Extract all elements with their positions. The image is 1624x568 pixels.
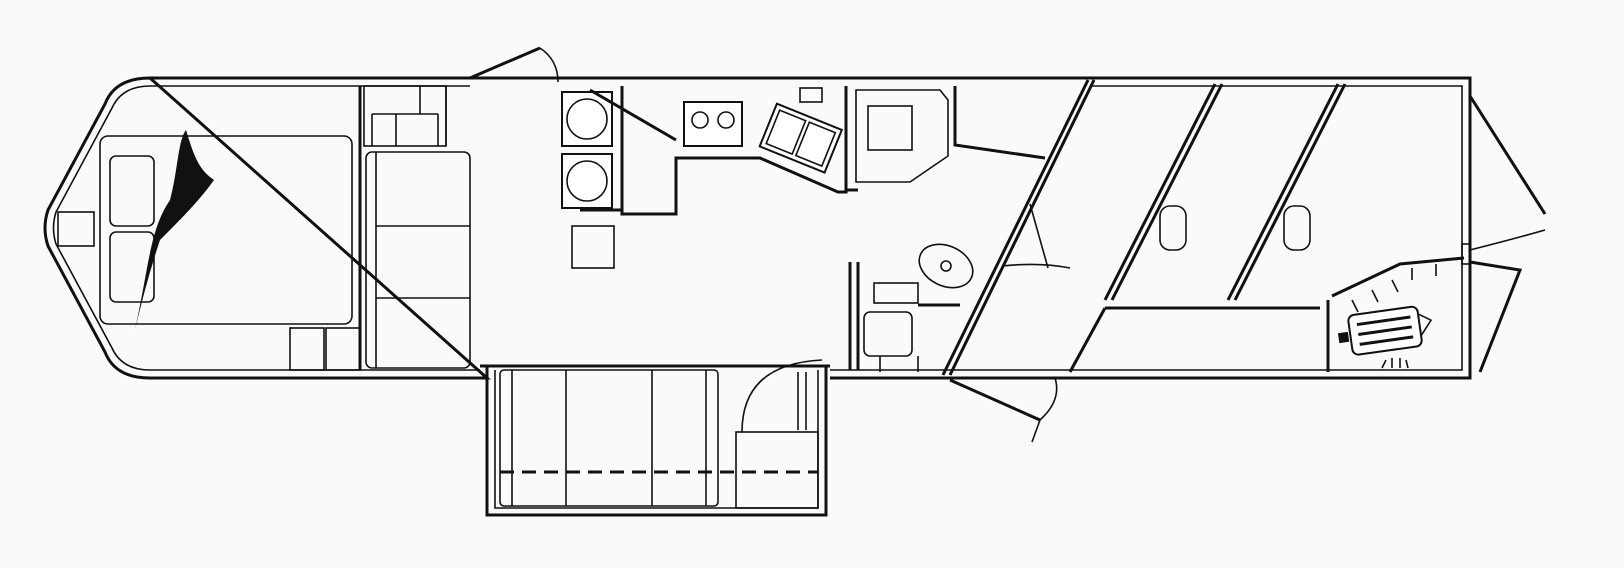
faucet — [799, 87, 823, 103]
stall-divider — [1103, 83, 1224, 301]
table — [571, 225, 615, 269]
bed — [99, 135, 353, 325]
pillow — [109, 231, 155, 303]
stall-divider — [1226, 83, 1347, 301]
fridge — [561, 91, 613, 147]
rear-door — [1468, 95, 1547, 215]
door-swing — [741, 359, 823, 433]
door-swing — [539, 47, 559, 83]
living-area — [363, 46, 559, 369]
cabinet — [325, 327, 361, 371]
horse-area — [941, 79, 1547, 443]
tack-room — [1331, 243, 1471, 369]
sofa — [365, 151, 471, 369]
sink — [758, 102, 844, 174]
entry-door — [469, 46, 541, 80]
heater — [1337, 305, 1433, 356]
shower — [855, 89, 949, 183]
dinette-seat — [499, 369, 719, 507]
bedspread-fold — [135, 130, 214, 330]
cabinet — [289, 327, 325, 371]
cabinet — [735, 431, 819, 509]
trailer-shell — [43, 76, 1472, 380]
toilet — [918, 243, 974, 289]
washbasin — [863, 311, 913, 357]
bedroom — [99, 86, 362, 371]
bathroom — [844, 86, 1046, 372]
microwave — [561, 153, 613, 209]
pillow — [109, 155, 155, 227]
kitchen — [561, 86, 848, 269]
vanity — [873, 282, 919, 304]
slide-out — [480, 359, 830, 517]
